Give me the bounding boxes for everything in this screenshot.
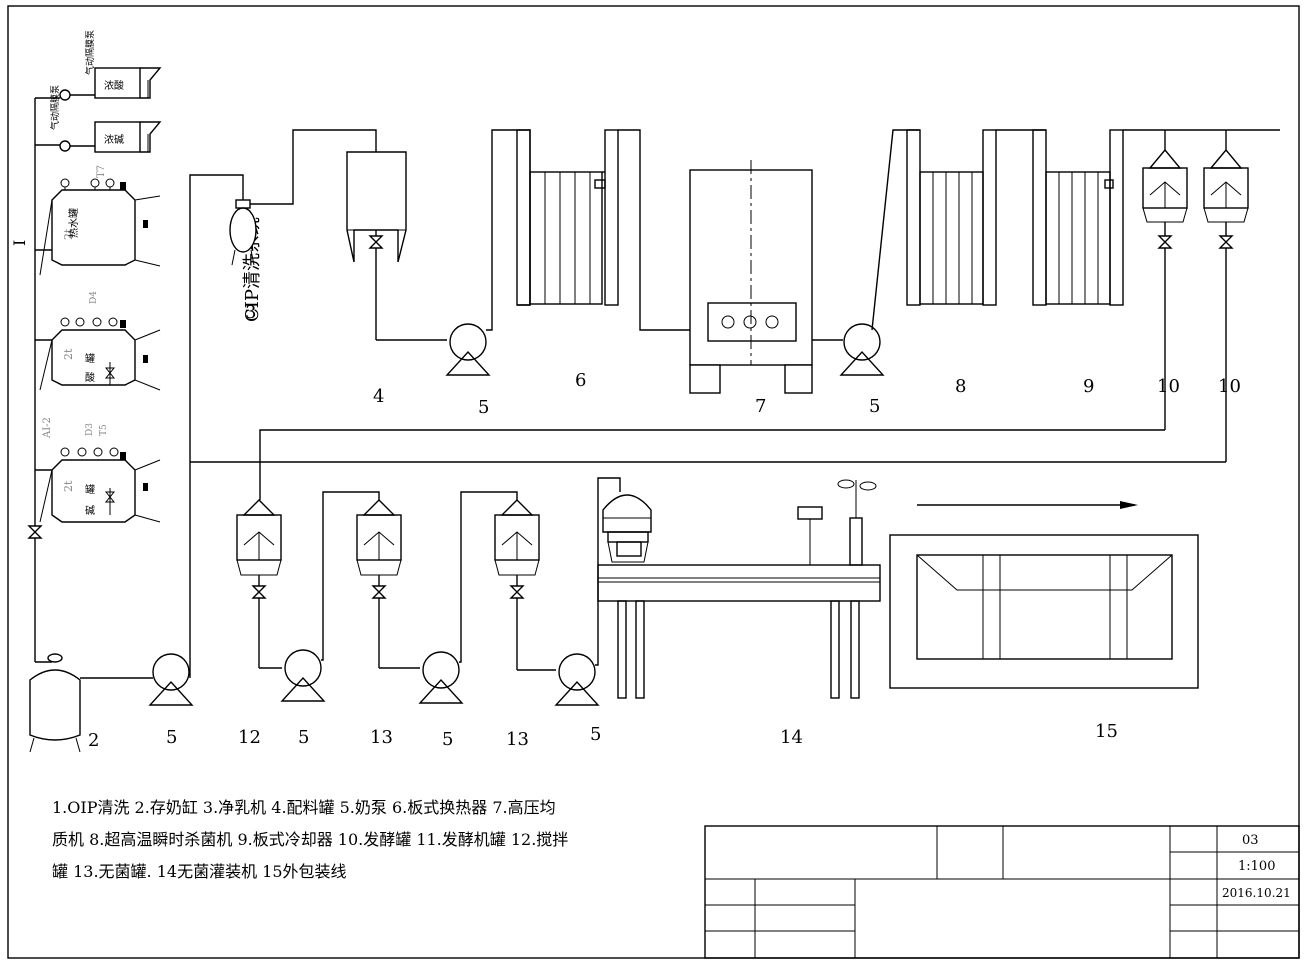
num-aseptic-tank-b: 13 bbox=[506, 729, 529, 750]
num-pump-b: 5 bbox=[869, 396, 880, 417]
title-block: 03 1:100 2016.10.21 bbox=[704, 825, 1300, 959]
acid-capacity: 2t bbox=[62, 348, 75, 360]
top-process-line bbox=[189, 129, 1280, 678]
tag-d3: D3 bbox=[85, 423, 95, 436]
aseptic-tank-a bbox=[356, 499, 420, 669]
drawing-scale: 1:100 bbox=[1238, 859, 1275, 874]
hot-water-label: 热水罐 bbox=[67, 208, 80, 238]
num-pump-f: 5 bbox=[590, 724, 601, 745]
hot-water-tank: 2t 热水罐 bbox=[39, 178, 161, 276]
alkali-tank-bottom: 碱 bbox=[85, 505, 95, 517]
num-mixing-tank: 4 bbox=[373, 386, 384, 407]
fermenter-b bbox=[1203, 148, 1249, 462]
num-plate-cooler: 9 bbox=[1083, 376, 1094, 397]
homogenizer bbox=[689, 160, 813, 394]
pump-e bbox=[422, 651, 460, 689]
fermenter-a bbox=[1142, 148, 1188, 430]
drawing-date: 2016.10.21 bbox=[1222, 886, 1291, 900]
num-pump-a: 5 bbox=[478, 397, 489, 418]
pump-c bbox=[152, 653, 190, 691]
conc-alkali-label: 浓碱 bbox=[104, 134, 124, 146]
tag-t7: T7 bbox=[96, 165, 107, 178]
num-plate-exchanger: 6 bbox=[575, 370, 586, 391]
pump-b bbox=[843, 323, 881, 361]
conc-acid-tank bbox=[94, 67, 141, 99]
alkali-capacity: 2t bbox=[62, 480, 75, 492]
hot-water-capacity: 2t bbox=[62, 228, 75, 240]
bottom-process-line bbox=[29, 477, 1199, 753]
drawing-number: 03 bbox=[1242, 833, 1259, 848]
frame-label: I bbox=[10, 240, 29, 246]
legend-line-1: 1.OIP清洗 2.存奶缸 3.净乳机 4.配料罐 5.奶泵 6.板式换热器 7… bbox=[52, 798, 556, 817]
num-pump-e: 5 bbox=[442, 729, 453, 750]
pump-f bbox=[558, 653, 596, 691]
pump-acid-label: 气动隔膜泵 bbox=[84, 30, 96, 75]
aseptic-filler bbox=[597, 479, 881, 699]
clarifier bbox=[229, 207, 257, 253]
tag-t5: T5 bbox=[99, 424, 109, 436]
drawing-border bbox=[7, 5, 1300, 959]
legend-line-2: 质机 8.超高温瞬时杀菌机 9.板式冷却器 10.发酵罐 11.发酵机罐 12.… bbox=[52, 830, 569, 849]
num-pump-d: 5 bbox=[298, 727, 309, 748]
pump-d bbox=[284, 649, 322, 687]
num-pump-c: 5 bbox=[166, 727, 177, 748]
num-stir-tank: 12 bbox=[238, 727, 261, 748]
num-packing-line: 15 bbox=[1095, 721, 1118, 742]
num-uht-sterilizer: 8 bbox=[955, 376, 966, 397]
equipment-numbers: 3 4 5 6 7 5 8 9 10 10 2 5 12 5 13 5 13 5… bbox=[88, 302, 1241, 751]
alkali-tank: 2t 罐 碱 bbox=[39, 447, 161, 523]
alkali-tank-top: 罐 bbox=[85, 483, 95, 496]
storage-tank bbox=[29, 653, 153, 753]
packing-line bbox=[889, 501, 1199, 689]
tag-ai2: AI-2 bbox=[42, 417, 53, 439]
num-fermenter-b: 10 bbox=[1218, 376, 1241, 397]
num-aseptic-tank-a: 13 bbox=[370, 727, 393, 748]
legend-line-3: 罐 13.无菌罐. 14无菌灌装机 15外包装线 bbox=[52, 862, 347, 881]
acid-tank: 2t 罐 酸 bbox=[39, 317, 161, 391]
acid-tank-top: 罐 bbox=[85, 352, 95, 365]
legend: 1.OIP清洗 2.存奶缸 3.净乳机 4.配料罐 5.奶泵 6.板式换热器 7… bbox=[52, 792, 652, 888]
uht-sterilizer bbox=[906, 129, 997, 306]
aseptic-tank-b bbox=[494, 499, 556, 671]
conc-alkali-tank bbox=[94, 121, 141, 153]
plate-heat-exchanger bbox=[516, 129, 619, 306]
stir-tank bbox=[236, 499, 282, 669]
plate-cooler bbox=[1032, 129, 1124, 306]
num-homogenizer: 7 bbox=[755, 396, 766, 417]
cip-system: I 气动隔膜泵 气动隔膜泵 浓酸 浓碱 T7 bbox=[10, 30, 263, 662]
acid-tank-bottom: 酸 bbox=[85, 371, 95, 384]
num-fermenter-a: 10 bbox=[1157, 376, 1180, 397]
pump-a bbox=[449, 323, 487, 361]
num-clarifier: 3 bbox=[245, 302, 256, 323]
num-storage-tank: 2 bbox=[88, 730, 99, 751]
tag-d4: D4 bbox=[89, 291, 99, 304]
num-filler: 14 bbox=[780, 727, 803, 748]
pump-alkali-label: 气动隔膜泵 bbox=[49, 85, 61, 130]
conc-acid-label: 浓酸 bbox=[104, 79, 124, 92]
